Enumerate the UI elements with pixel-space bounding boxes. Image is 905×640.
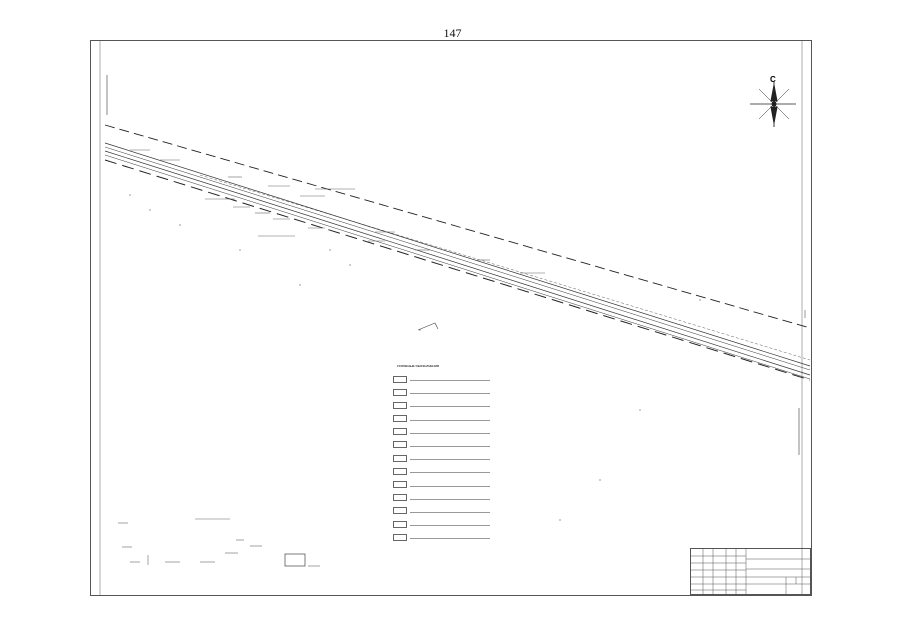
legend-text [410, 535, 490, 540]
legend-row [393, 399, 503, 411]
page-number: 147 [443, 26, 462, 40]
legend-row [393, 479, 503, 491]
bottom-left-notes [118, 518, 320, 567]
north-label: С [770, 75, 776, 84]
legend-swatch [393, 388, 407, 396]
road-boundary-lines [104, 124, 811, 381]
title-block-grid [691, 549, 812, 596]
legend-text [410, 509, 490, 513]
legend-text [410, 496, 490, 500]
legend-swatch [393, 441, 407, 449]
legend-text [410, 417, 490, 421]
title-block [690, 548, 812, 596]
legend-text [410, 390, 490, 395]
legend-row [393, 492, 503, 504]
legend-swatch [393, 454, 407, 462]
legend-text [410, 403, 490, 408]
legend-row [393, 518, 503, 530]
legend-text [410, 483, 490, 487]
legend-swatch [393, 467, 407, 475]
legend-text [410, 377, 490, 381]
road-annotations [130, 149, 545, 274]
legend-text [410, 456, 490, 461]
north-arrow-icon [750, 82, 796, 127]
legend-swatch [393, 415, 407, 423]
legend-text [410, 522, 490, 527]
legend-swatch [393, 533, 407, 541]
legend-row [393, 531, 503, 543]
legend-swatch [393, 401, 407, 409]
legend-title: УСЛОВНЫЕ ОБОЗНАЧЕНИЯ [397, 364, 439, 368]
legend-swatch [393, 428, 407, 436]
legend-row [393, 413, 503, 425]
drawing-sheet-frame [90, 40, 812, 596]
legend-swatch [393, 375, 407, 383]
terrain-points [129, 194, 701, 521]
legend-row [393, 505, 503, 517]
legend-row [393, 373, 503, 385]
legend-swatch [393, 507, 407, 515]
schematic-box [284, 553, 306, 567]
legend-row [393, 386, 503, 398]
legend-text [410, 469, 490, 474]
legend-row [393, 452, 503, 464]
legend-text [410, 430, 490, 434]
legend-text [410, 443, 490, 447]
legend-row [393, 426, 503, 438]
legend-row [393, 439, 503, 451]
legend-swatch [393, 520, 407, 528]
legend-swatch [393, 494, 407, 502]
legend: УСЛОВНЫЕ ОБОЗНАЧЕНИЯ [393, 364, 503, 544]
legend-swatch [393, 481, 407, 488]
legend-row [393, 465, 503, 477]
survey-mark [417, 322, 439, 331]
road-axis-lines [104, 142, 811, 380]
